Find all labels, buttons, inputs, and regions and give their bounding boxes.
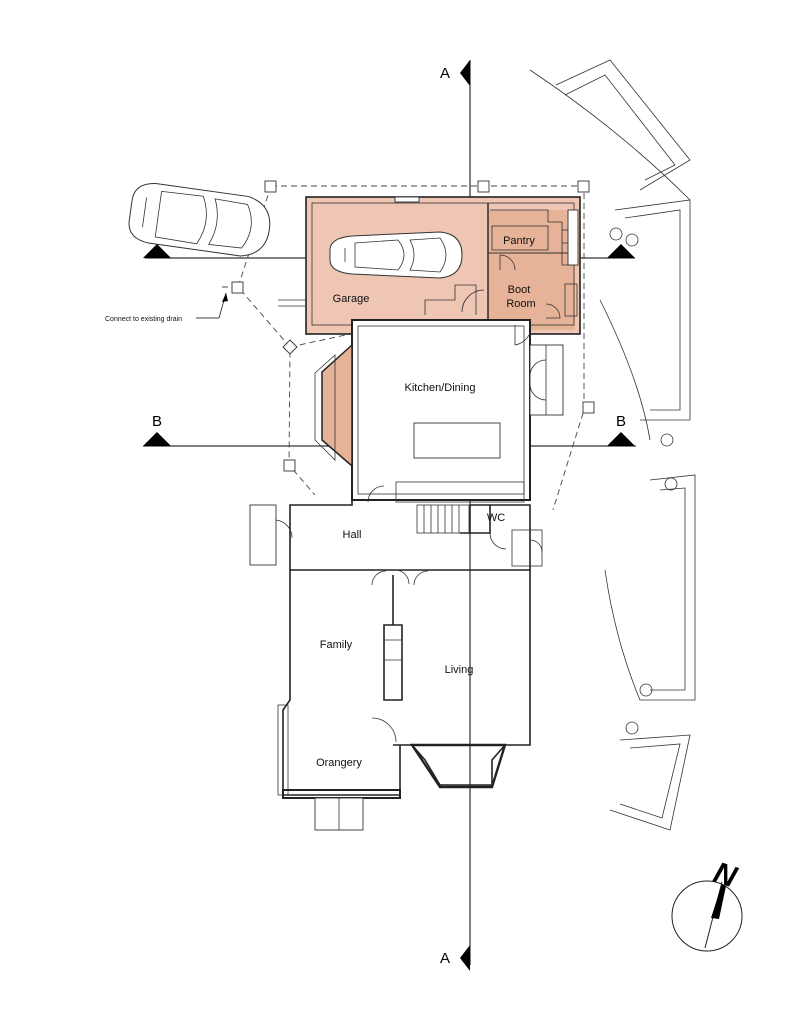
inspection-chamber — [283, 459, 296, 472]
room-label-boot-room-line2: Room — [506, 298, 535, 310]
kitchen-island — [413, 422, 501, 459]
room-label-kitchen-dining: Kitchen/Dining — [405, 382, 476, 394]
section-b-left-arrow-icon — [143, 432, 171, 446]
boot-room-fill — [488, 210, 575, 330]
driveway-car-icon — [128, 183, 271, 257]
hall-walls — [249, 485, 543, 571]
room-label-hall: Hall — [343, 529, 362, 541]
room-label-family: Family — [320, 639, 353, 651]
room-label-boot-room-line1: Boot — [508, 284, 531, 296]
section-a-bottom-label: A — [440, 950, 450, 967]
inspection-chamber — [582, 401, 595, 414]
stairs — [416, 504, 470, 534]
inspection-chamber — [577, 180, 590, 193]
section-b-left-label: B — [152, 413, 162, 430]
kitchen-worktop — [395, 481, 525, 503]
section-a-bottom-arrow-icon — [460, 945, 470, 971]
north-arrow-icon — [671, 880, 743, 952]
inspection-chamber — [477, 180, 490, 193]
section-b-right-arrow-icon — [607, 432, 635, 446]
room-label-garage: Garage — [333, 293, 370, 305]
north-label: N — [710, 856, 742, 894]
section-right-arrow-icon — [607, 244, 635, 258]
room-label-pantry: Pantry — [503, 235, 535, 247]
section-left-arrow-icon — [143, 244, 171, 258]
drain-note: Connect to existing drain — [105, 316, 182, 323]
section-a-top-label: A — [440, 65, 450, 82]
neighbour-buildings — [529, 59, 696, 831]
garage-walls — [278, 196, 579, 326]
inspection-chamber — [231, 281, 244, 294]
room-label-orangery: Orangery — [316, 757, 362, 769]
section-b-right-label: B — [616, 413, 626, 430]
lower-rooms-walls — [277, 569, 531, 831]
room-label-living: Living — [445, 664, 474, 676]
section-a-top-arrow-icon — [460, 60, 470, 86]
garage-car-icon — [329, 231, 463, 279]
room-label-wc: WC — [487, 512, 505, 524]
inspection-chamber — [264, 180, 277, 193]
inspection-chamber-diamond — [282, 339, 298, 355]
kitchen-walls — [314, 319, 564, 503]
drain-note-leader — [196, 292, 228, 319]
